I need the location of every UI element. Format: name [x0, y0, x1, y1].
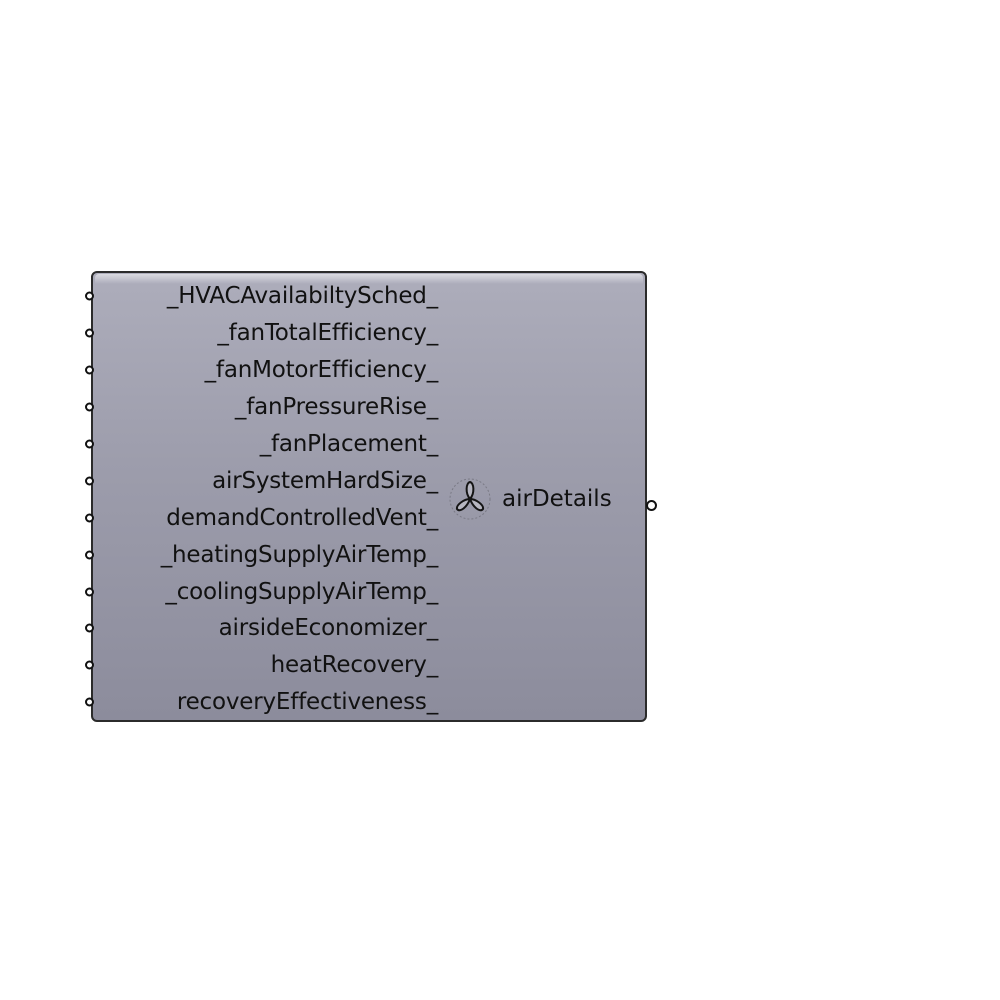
- input-label: _HVACAvailabiltySched_: [166, 283, 438, 310]
- input-param-heat-recovery[interactable]: heatRecovery_: [85, 647, 439, 684]
- input-grip[interactable]: [85, 476, 94, 486]
- input-label: recoveryEffectiveness_: [176, 689, 438, 716]
- hvac-air-details-component[interactable]: _HVACAvailabiltySched_ _fanTotalEfficien…: [85, 271, 657, 722]
- input-grip[interactable]: [85, 587, 94, 597]
- input-param-fan-motor-efficiency[interactable]: _fanMotorEfficiency_: [85, 352, 439, 389]
- fan-icon: [449, 478, 491, 520]
- input-label: demandControlledVent_: [166, 504, 438, 531]
- input-label: _fanMotorEfficiency_: [204, 357, 439, 384]
- input-param-air-system-hard-size[interactable]: airSystemHardSize_: [85, 462, 438, 499]
- input-grip[interactable]: [85, 328, 94, 338]
- input-param-fan-placement[interactable]: _fanPlacement_: [85, 426, 438, 463]
- input-label: heatRecovery_: [270, 652, 439, 679]
- input-param-fan-total-efficiency[interactable]: _fanTotalEfficiency_: [85, 315, 438, 352]
- input-grip[interactable]: [85, 660, 94, 670]
- input-label: airsideEconomizer_: [218, 615, 439, 642]
- input-param-airside-economizer[interactable]: airsideEconomizer_: [85, 610, 439, 647]
- input-param-recovery-effectiveness[interactable]: recoveryEffectiveness_: [85, 684, 438, 721]
- input-grip[interactable]: [85, 365, 94, 375]
- input-param-hvac-availability-sched[interactable]: _HVACAvailabiltySched_: [85, 278, 438, 315]
- input-grip[interactable]: [85, 402, 94, 412]
- input-label: _fanTotalEfficiency_: [217, 320, 438, 347]
- input-grip[interactable]: [85, 513, 94, 523]
- input-grip[interactable]: [85, 439, 94, 449]
- output-param-air-details[interactable]: airDetails: [448, 477, 612, 521]
- input-grip[interactable]: [85, 623, 94, 633]
- input-param-demand-controlled-vent[interactable]: demandControlledVent_: [85, 499, 438, 536]
- input-label: _fanPressureRise_: [234, 394, 438, 421]
- input-param-fan-pressure-rise[interactable]: _fanPressureRise_: [85, 389, 438, 426]
- input-list: _HVACAvailabiltySched_ _fanTotalEfficien…: [85, 278, 439, 721]
- output-grip[interactable]: [646, 500, 657, 511]
- input-label: airSystemHardSize_: [212, 467, 438, 494]
- output-label: airDetails: [502, 486, 612, 512]
- input-grip[interactable]: [85, 550, 94, 560]
- input-label: _heatingSupplyAirTemp_: [160, 541, 438, 568]
- input-grip[interactable]: [85, 291, 94, 301]
- input-label: _coolingSupplyAirTemp_: [165, 578, 438, 605]
- input-grip[interactable]: [85, 697, 94, 707]
- input-label: _fanPlacement_: [259, 431, 438, 457]
- input-param-cooling-supply-air-temp[interactable]: _coolingSupplyAirTemp_: [85, 573, 438, 610]
- input-param-heating-supply-air-temp[interactable]: _heatingSupplyAirTemp_: [85, 536, 438, 573]
